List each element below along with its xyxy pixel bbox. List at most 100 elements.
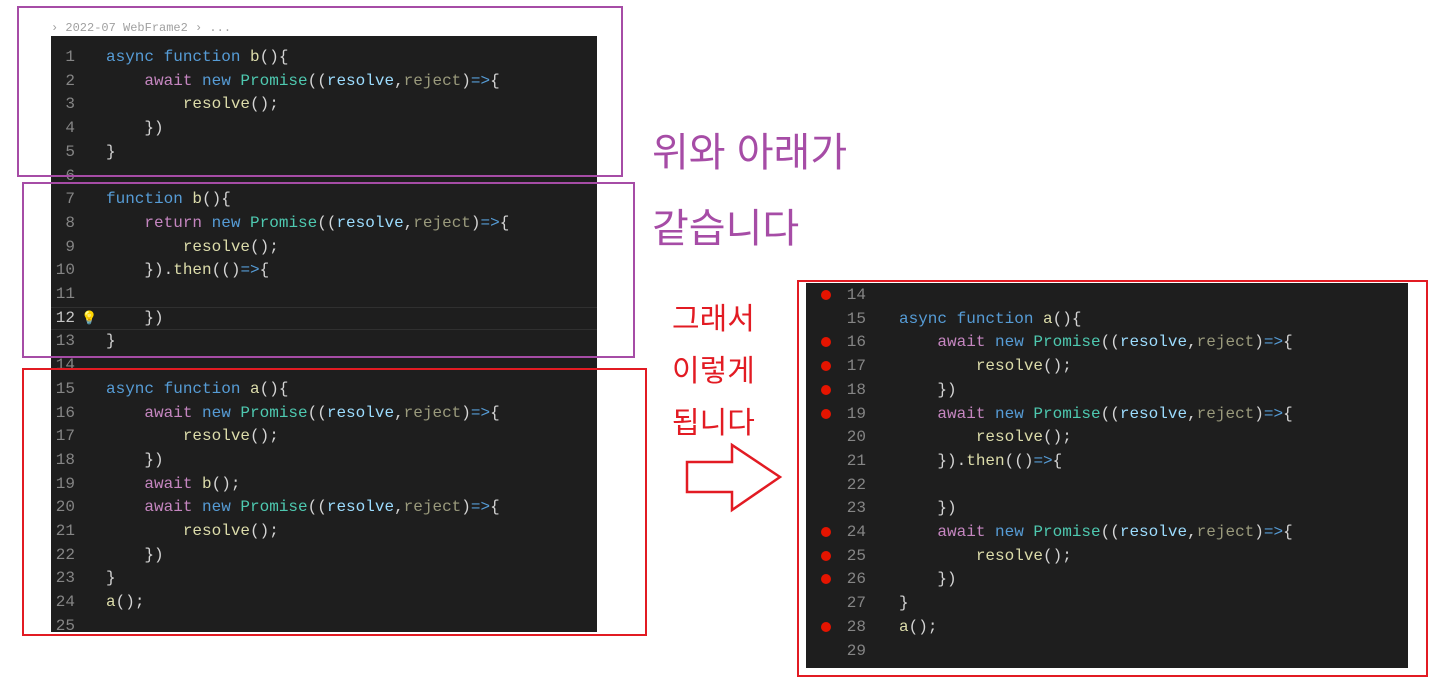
code-line[interactable]: 4 }) xyxy=(51,117,597,140)
breakpoint-icon[interactable] xyxy=(821,337,831,348)
breakpoint-icon[interactable] xyxy=(821,574,831,585)
code-text: await new Promise((resolve,reject)=>{ xyxy=(106,402,499,425)
code-token: async xyxy=(106,48,164,66)
code-text: async function b(){ xyxy=(106,46,288,69)
breakpoint-icon[interactable] xyxy=(821,290,831,300)
code-line[interactable]: 9 resolve(); xyxy=(51,236,597,259)
code-line[interactable]: 20 resolve(); xyxy=(806,426,1408,449)
code-line[interactable]: 19 await b(); xyxy=(51,473,597,496)
breakpoint-icon[interactable] xyxy=(821,361,831,372)
code-token: (( xyxy=(317,213,337,232)
line-number: 24 xyxy=(55,593,75,612)
code-token: (( xyxy=(1100,333,1120,352)
code-text: resolve(); xyxy=(899,545,1072,568)
code-line[interactable]: 5} xyxy=(51,141,597,164)
code-line[interactable]: 23 }) xyxy=(806,497,1408,520)
code-token: reject xyxy=(403,498,462,517)
code-line[interactable]: 17 resolve(); xyxy=(51,425,597,448)
code-token: , xyxy=(403,213,414,232)
code-token: ) xyxy=(461,498,471,517)
code-text: async function a(){ xyxy=(106,378,288,401)
code-token: resolve xyxy=(326,71,395,90)
code-line[interactable]: 16 await new Promise((resolve,reject)=>{ xyxy=(51,402,597,425)
code-line[interactable]: 25 xyxy=(51,615,597,638)
code-line[interactable]: 18 }) xyxy=(806,379,1408,402)
code-token: then xyxy=(173,261,212,280)
line-number: 24 xyxy=(846,523,866,541)
code-line[interactable]: 13} xyxy=(51,330,597,353)
code-token: resolve xyxy=(182,427,251,446)
code-text: }).then(()=>{ xyxy=(106,259,269,282)
code-line[interactable]: 23} xyxy=(51,567,597,590)
code-token: (){ xyxy=(259,48,289,66)
code-text: return new Promise((resolve,reject)=>{ xyxy=(106,212,509,235)
code-token: (); xyxy=(250,522,279,540)
code-token: (); xyxy=(1043,546,1072,565)
code-token: => xyxy=(470,498,491,517)
line-number: 26 xyxy=(846,570,866,589)
code-line[interactable]: 8 return new Promise((resolve,reject)=>{ xyxy=(51,212,597,235)
code-token: await xyxy=(937,333,996,352)
code-text: resolve(); xyxy=(106,425,279,448)
line-number: 16 xyxy=(846,333,866,352)
breakpoint-icon[interactable] xyxy=(821,408,831,419)
code-token: await xyxy=(144,71,203,90)
code-line[interactable]: 22 xyxy=(806,474,1408,497)
code-token: function xyxy=(163,48,251,66)
code-line[interactable]: 25 resolve(); xyxy=(806,545,1408,568)
code-token: reject xyxy=(403,403,462,422)
code-line[interactable]: 💡12 }) xyxy=(51,306,597,330)
code-token: (( xyxy=(307,403,327,422)
breakpoint-icon[interactable] xyxy=(821,527,831,537)
breadcrumb[interactable]: › 2022-07 WebFrame2 › ... xyxy=(51,21,232,35)
code-line[interactable]: 2 await new Promise((resolve,reject)=>{ xyxy=(51,70,597,93)
code-line[interactable]: 10 }).then(()=>{ xyxy=(51,259,597,282)
code-token: reject xyxy=(1196,523,1255,541)
code-text: } xyxy=(106,330,116,353)
code-line[interactable]: 22 }) xyxy=(51,544,597,567)
code-line[interactable]: 26 }) xyxy=(806,568,1408,591)
code-line[interactable]: 21 }).then(()=>{ xyxy=(806,450,1408,473)
code-token: { xyxy=(1283,404,1293,423)
code-line[interactable]: 11 xyxy=(51,283,597,306)
code-line[interactable]: 29 xyxy=(806,640,1408,663)
code-line[interactable]: 20 await new Promise((resolve,reject)=>{ xyxy=(51,496,597,519)
code-line[interactable]: 3 resolve(); xyxy=(51,93,597,116)
code-line[interactable]: 19 await new Promise((resolve,reject)=>{ xyxy=(806,403,1408,426)
code-token: (( xyxy=(1100,404,1120,423)
code-text: }) xyxy=(106,449,163,472)
breakpoint-icon[interactable] xyxy=(821,550,831,561)
code-text: resolve(); xyxy=(106,93,279,116)
code-text: async function a(){ xyxy=(899,308,1081,331)
line-number: 4 xyxy=(65,119,75,138)
code-token: { xyxy=(1283,333,1293,352)
code-line[interactable]: 14 xyxy=(806,284,1408,307)
code-token: a xyxy=(899,617,909,636)
code-line[interactable]: 17 resolve(); xyxy=(806,355,1408,378)
code-token: , xyxy=(1187,523,1197,541)
code-token: Promise xyxy=(250,213,318,232)
code-text: await new Promise((resolve,reject)=>{ xyxy=(899,331,1293,354)
code-line[interactable]: 18 }) xyxy=(51,449,597,472)
code-line[interactable]: 27} xyxy=(806,592,1408,615)
code-token: } xyxy=(106,569,116,588)
breakpoint-icon[interactable] xyxy=(821,621,831,632)
code-token: reject xyxy=(403,71,462,90)
code-line[interactable]: 21 resolve(); xyxy=(51,520,597,543)
annotation-so-2: 이렇게 xyxy=(672,355,755,388)
annotation-so-1: 그래서 xyxy=(672,303,755,336)
code-token: { xyxy=(1052,451,1063,470)
breakpoint-icon[interactable] xyxy=(821,384,831,395)
code-line[interactable]: 24 await new Promise((resolve,reject)=>{ xyxy=(806,521,1408,544)
code-text: }) xyxy=(899,379,956,402)
code-line[interactable]: 16 await new Promise((resolve,reject)=>{ xyxy=(806,331,1408,354)
lightbulb-icon[interactable]: 💡 xyxy=(81,310,98,326)
